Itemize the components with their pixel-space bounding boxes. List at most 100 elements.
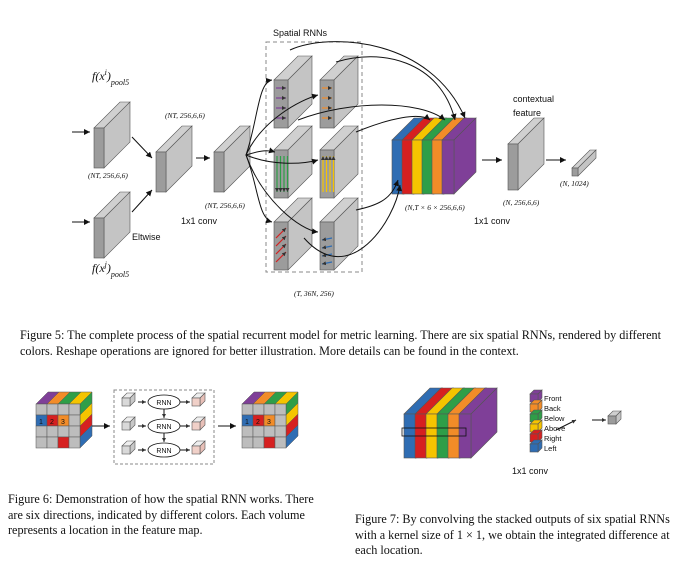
volume-right-cell (263, 403, 276, 416)
fan-out-arrows (245, 77, 319, 235)
legend-swatch-0 (529, 389, 543, 403)
rnn-unroll-box (113, 389, 215, 465)
conv1-block (213, 125, 251, 193)
volume-right-cell (241, 403, 254, 416)
rnn-right-face (273, 221, 289, 271)
input-block-j-face (93, 217, 105, 259)
rnn-back (319, 55, 359, 129)
volume-right-cell (241, 425, 254, 438)
volume-right-num: 3 (267, 419, 271, 426)
rnn-right-arrow (275, 251, 287, 263)
rnn-label: RNN (156, 424, 171, 431)
volume-left-cell (35, 436, 48, 449)
feature-label: feature (513, 108, 541, 118)
volume-right-cell (241, 436, 254, 449)
volume-left-num: 2 (50, 419, 54, 426)
rnn-output-2-face (191, 445, 201, 455)
volume-left-cell (46, 403, 59, 416)
rnn-left-arrow (321, 245, 333, 250)
eltwise-label: Eltwise (132, 232, 161, 242)
spatial-rnn-group-box (265, 41, 363, 273)
legend-label-4: Right (544, 434, 562, 443)
figure-7-caption: Figure 7: By convolving the stacked outp… (355, 512, 670, 557)
volume-right-cell (263, 436, 276, 449)
feature-blocks (93, 55, 597, 271)
volume-right-cell (263, 425, 276, 438)
volume-left-cell (57, 436, 70, 449)
rnn-input-0 (121, 392, 136, 407)
rnn-back-face (319, 79, 335, 129)
stack-layer-5 (441, 117, 477, 195)
rnn-above (319, 125, 359, 199)
f-xj-label: f(xj)pool5 (92, 260, 129, 279)
stack-layer-5-face (441, 139, 455, 195)
rnn-front (273, 55, 313, 129)
rnn-right-arrow (275, 227, 287, 239)
volume-left-cell (68, 414, 81, 427)
rnn-input-0-face (121, 397, 131, 407)
input-block-i (93, 101, 131, 169)
figure-5: Spatial RNNs f(xi)pool5 f(xj)pool5 (72, 28, 597, 298)
t36n-dim: (T, 36N, 256) (294, 289, 334, 298)
rnn-below (273, 125, 313, 199)
output-vector-face (571, 167, 579, 177)
conv2-label: 1x1 conv (474, 216, 511, 226)
stacked-rnn-outputs (401, 387, 498, 459)
legend-label-2: Below (544, 414, 565, 423)
volume-left-cell (68, 425, 81, 438)
rnn-label: RNN (156, 400, 171, 407)
conv-output-voxel (607, 410, 622, 425)
legend-swatch-3 (529, 419, 543, 433)
rnn-left (319, 197, 359, 271)
n256-dim: (N, 256,6,6) (503, 198, 540, 207)
input-block-j (93, 191, 131, 259)
rnn-output-1-face (191, 421, 201, 431)
output-voxel-face (607, 415, 617, 425)
legend-swatch-1 (529, 399, 543, 413)
volume-left-cell (57, 403, 70, 416)
rnn-left-arrow (321, 237, 333, 242)
conv1-block-face (213, 151, 225, 193)
eltwise-block-face (155, 151, 167, 193)
conv1-label: 1x1 conv (181, 216, 218, 226)
volume-left-num: 1 (39, 419, 43, 426)
nt-conv-dim: (NT, 256,6,6) (205, 201, 245, 210)
volume-right-cell (274, 436, 287, 449)
volume-right-cell (274, 414, 287, 427)
volume-left-cell (68, 403, 81, 416)
output-voxel (607, 410, 622, 425)
stacked-output (391, 117, 477, 195)
fig7-conv-label: 1x1 conv (512, 466, 549, 476)
rnn-output-2 (191, 440, 206, 455)
volume-right-cell (274, 425, 287, 438)
rnn-output-arrows (289, 41, 466, 257)
rnn-right (273, 197, 313, 271)
volume-left-cell (35, 403, 48, 416)
rnn-front-face (273, 79, 289, 129)
eltwise-block (155, 125, 193, 193)
nt-mid-dim: (NT, 256,6,6) (165, 111, 205, 120)
volume-right-num: 1 (245, 419, 249, 426)
volume-left-cell (46, 425, 59, 438)
n1024-dim: (N, 1024) (560, 179, 589, 188)
rnn-left-arrow (321, 261, 333, 266)
legend-label-3: Above (544, 424, 565, 433)
conv2-block-face (507, 143, 519, 191)
volume-right-cell (274, 403, 287, 416)
input-block-i-face (93, 127, 105, 169)
contextual-label: contextual (513, 94, 554, 104)
volume-left-cell (57, 425, 70, 438)
legend-swatch-5 (529, 439, 543, 453)
rnn-input-2 (121, 440, 136, 455)
conv2-block (507, 117, 545, 191)
kernel-outline (401, 427, 467, 437)
f-xi-label: f(xi)pool5 (92, 68, 129, 87)
